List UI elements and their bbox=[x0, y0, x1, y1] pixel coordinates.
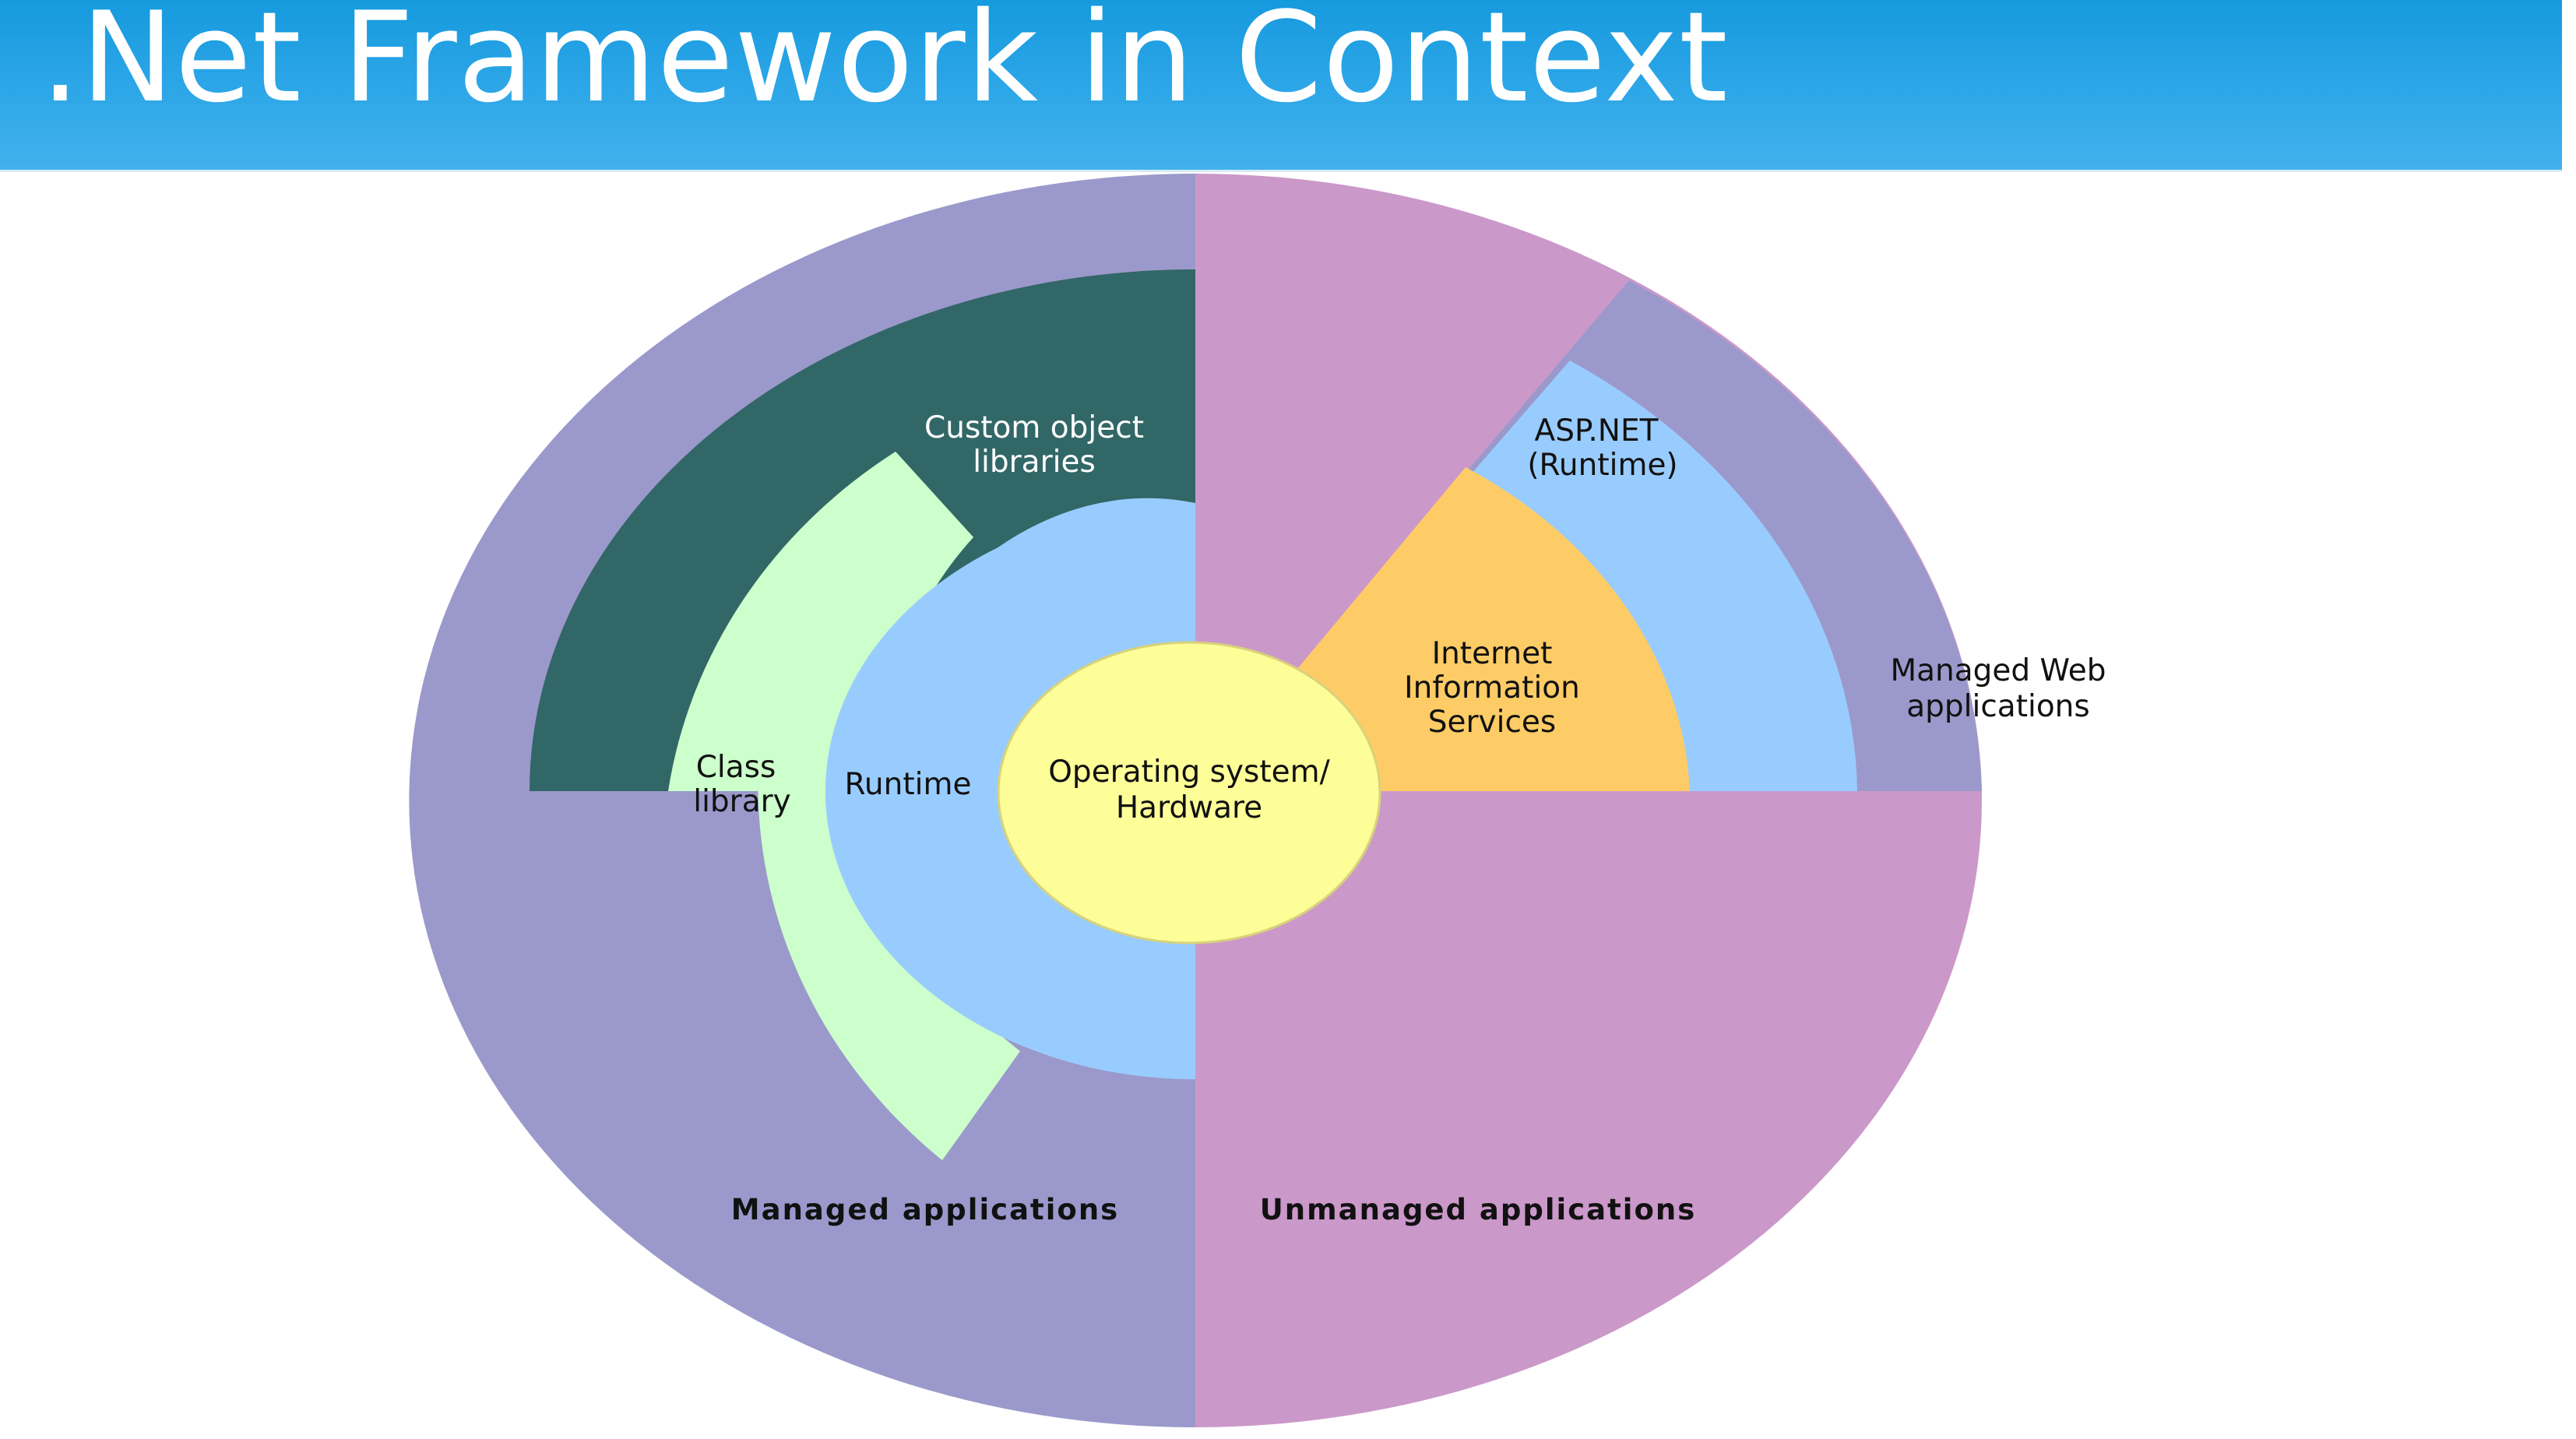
managed-applications-label: Managed applications bbox=[731, 1193, 1119, 1226]
iis-label-line1: Internet bbox=[1432, 636, 1553, 671]
aspnet-label-line1: ASP.NET bbox=[1535, 413, 1659, 449]
os-hardware-label-line1: Operating system/ bbox=[1048, 755, 1330, 790]
custom-object-libraries-label-line1: Custom object bbox=[924, 410, 1144, 445]
class-library-label-line1: Class bbox=[696, 750, 776, 785]
managed-web-applications-label-line2: applications bbox=[1906, 689, 2089, 724]
unmanaged-applications-label: Unmanaged applications bbox=[1260, 1193, 1697, 1226]
iis-label-line2: Information bbox=[1404, 670, 1580, 705]
iis-label-line3: Services bbox=[1428, 705, 1556, 740]
os-hardware-region bbox=[997, 641, 1381, 945]
managed-web-applications-label-line1: Managed Web bbox=[1890, 653, 2106, 688]
title-bar: .Net Framework in Context bbox=[0, 0, 2562, 172]
os-hardware-label-line2: Hardware bbox=[1116, 790, 1262, 825]
class-library-label-line2: library bbox=[693, 784, 790, 819]
class-library-region-fill bbox=[668, 452, 973, 791]
slide-title: .Net Framework in Context bbox=[40, 0, 1729, 130]
runtime-label: Runtime bbox=[845, 767, 972, 802]
aspnet-label-line2: (Runtime) bbox=[1527, 448, 1677, 483]
custom-object-libraries-label-line2: libraries bbox=[973, 445, 1096, 480]
